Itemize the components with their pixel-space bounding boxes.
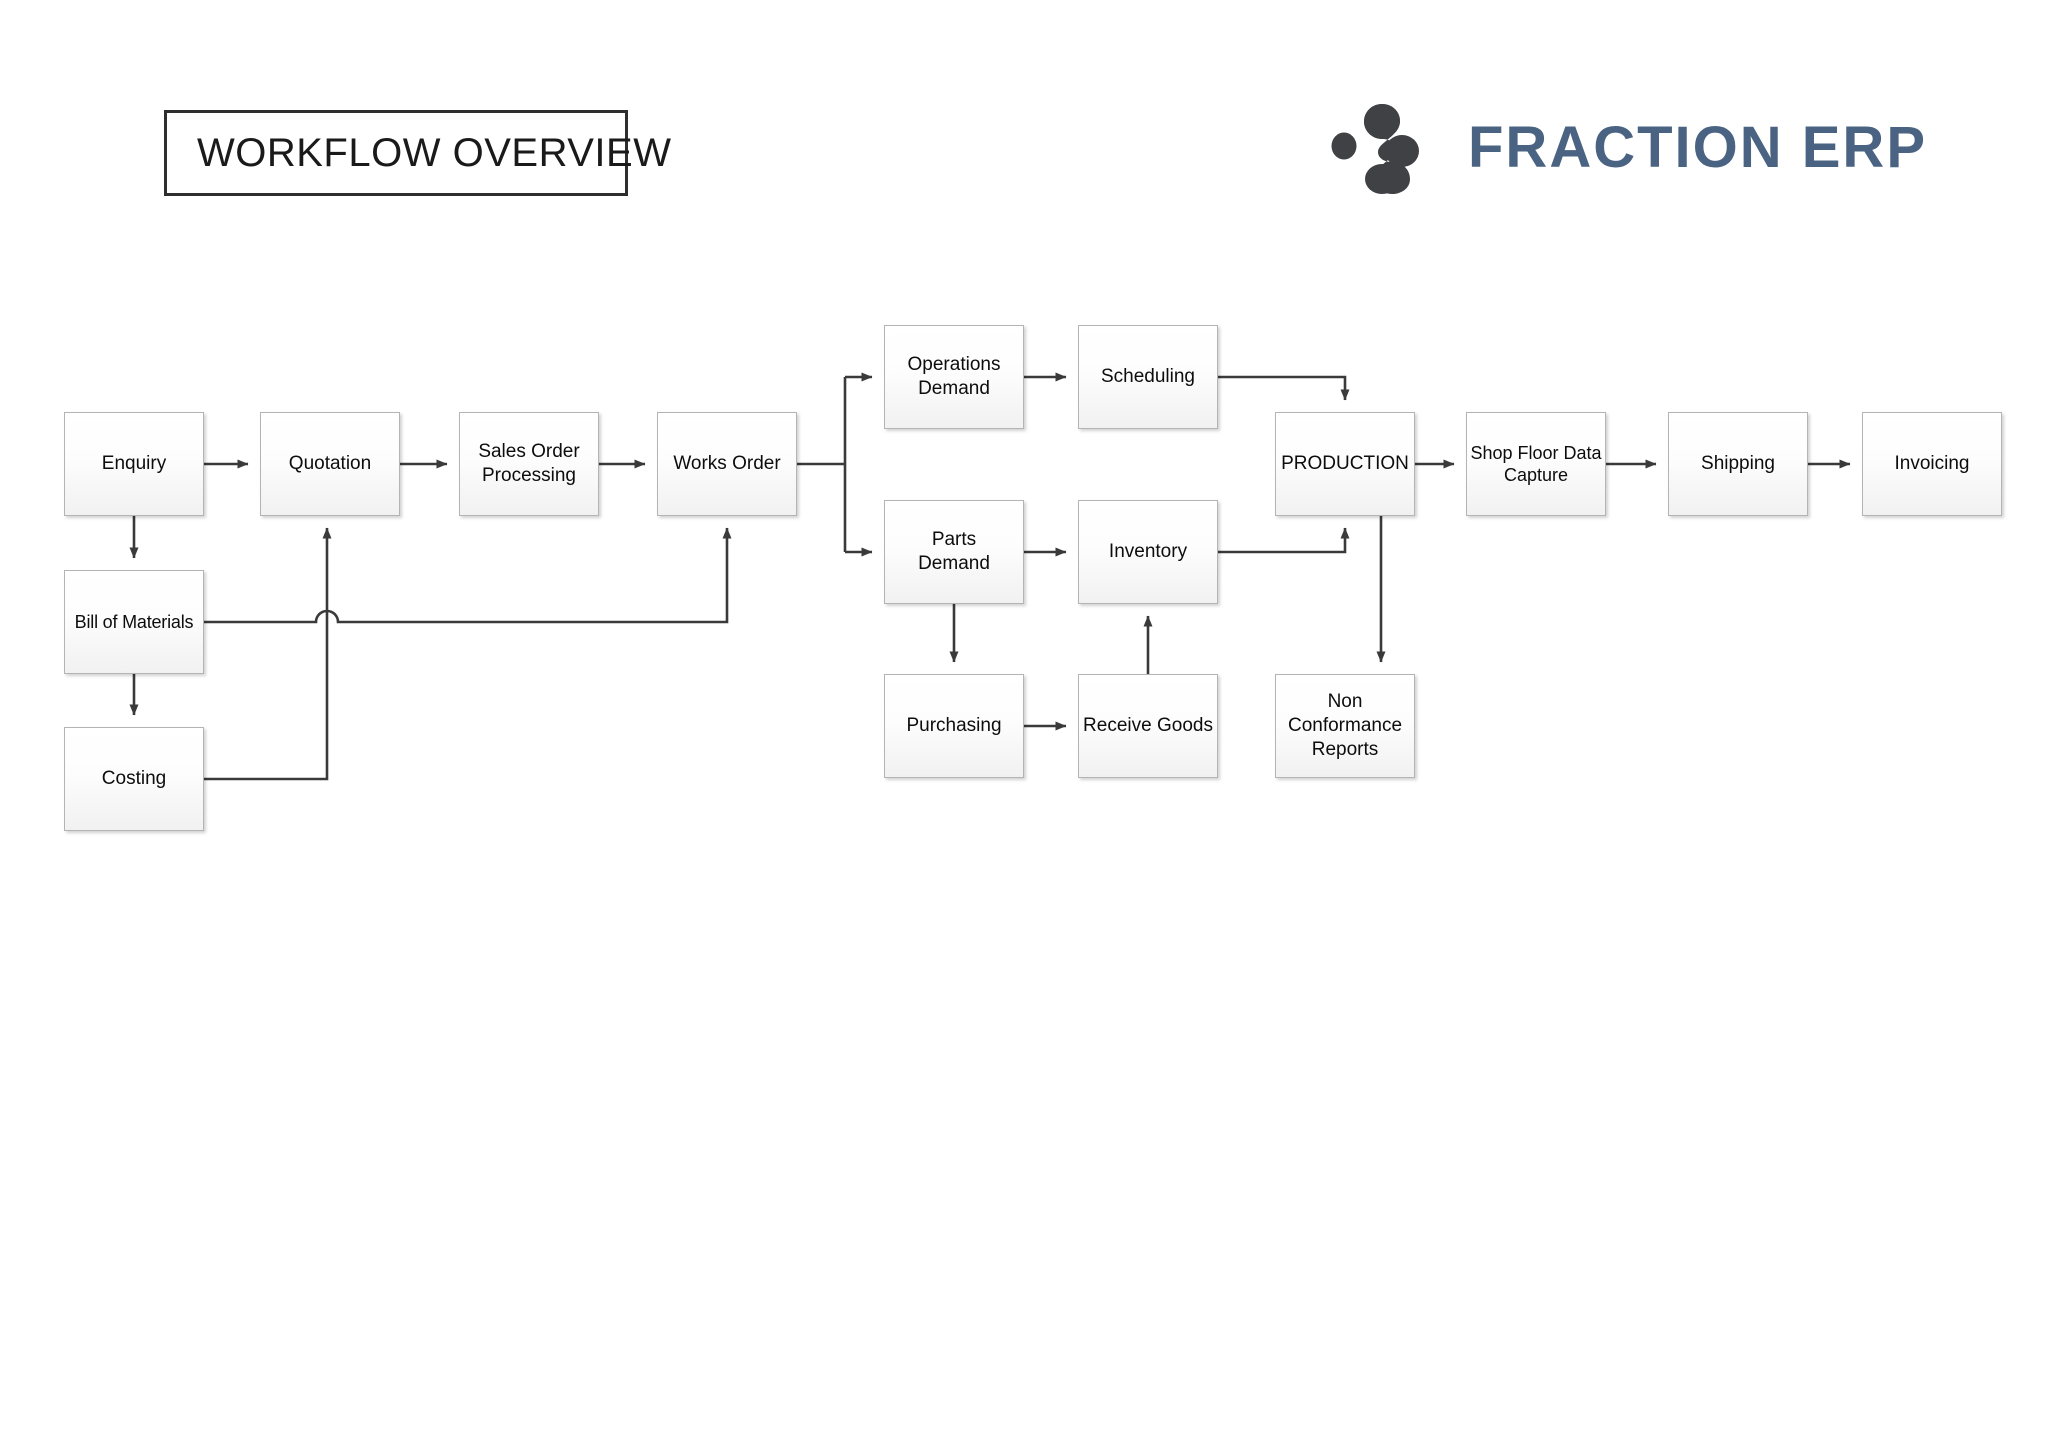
node-works-order[interactable]: Works Order <box>657 412 797 516</box>
edge-scheduling-production <box>1218 375 1350 401</box>
node-shop-floor-data-capture[interactable]: Shop Floor Data Capture <box>1466 412 1606 516</box>
node-non-conformance-reports[interactable]: Non Conformance Reports <box>1275 674 1415 778</box>
node-quotation[interactable]: Quotation <box>260 412 400 516</box>
node-sales-order-processing[interactable]: Sales Order Processing <box>459 412 599 516</box>
node-costing[interactable]: Costing <box>64 727 204 831</box>
page-title-box: WORKFLOW OVERVIEW <box>164 110 671 196</box>
edge-inventory-production <box>1218 527 1350 554</box>
node-inventory[interactable]: Inventory <box>1078 500 1218 604</box>
fraction-nodes-logo-icon <box>1330 98 1450 199</box>
node-purchasing[interactable]: Purchasing <box>884 674 1024 778</box>
brand-logo: FRACTION ERP <box>1330 100 1970 196</box>
node-receive-goods[interactable]: Receive Goods <box>1078 674 1218 778</box>
page-title: WORKFLOW OVERVIEW <box>197 130 672 175</box>
node-parts-demand[interactable]: Parts Demand <box>884 500 1024 604</box>
node-shipping[interactable]: Shipping <box>1668 412 1808 516</box>
node-operations-demand[interactable]: Operations Demand <box>884 325 1024 429</box>
node-invoicing[interactable]: Invoicing <box>1862 412 2002 516</box>
brand-wordmark: FRACTION ERP <box>1468 115 1927 180</box>
node-enquiry[interactable]: Enquiry <box>64 412 204 516</box>
edge-bom-worksorder <box>204 527 732 624</box>
node-bill-of-materials[interactable]: Bill of Materials <box>64 570 204 674</box>
node-production[interactable]: PRODUCTION <box>1275 412 1415 516</box>
node-scheduling[interactable]: Scheduling <box>1078 325 1218 429</box>
edge-costing-quotation <box>204 527 332 781</box>
